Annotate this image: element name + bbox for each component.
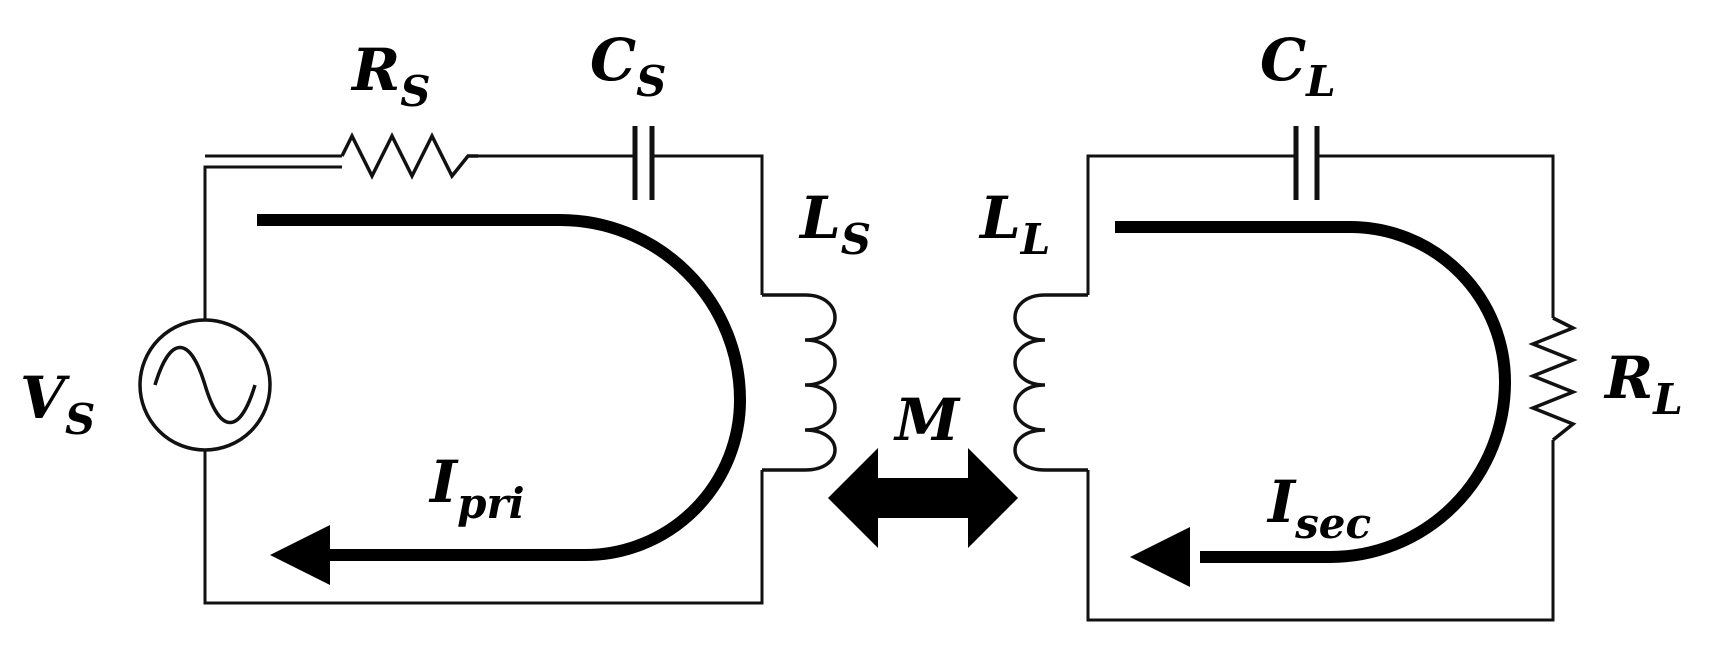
label-cs-sub: S: [636, 57, 666, 106]
label-vs-sub: S: [65, 395, 95, 444]
label-m: M: [893, 386, 961, 454]
label-ls-main: L: [798, 184, 841, 252]
label-ll-sub: L: [1020, 215, 1051, 264]
label-vs-main: V: [20, 364, 70, 432]
primary-ac-source: [138, 318, 272, 452]
primary-wire-loop: [203, 154, 764, 605]
secondary-current-arrowhead: [1130, 527, 1190, 587]
label-rl: RL: [1603, 344, 1683, 424]
label-ls: LS: [798, 184, 871, 264]
label-isec: Isec: [1266, 468, 1371, 548]
secondary-resistor: [1528, 316, 1578, 442]
label-isec-sub: sec: [1294, 499, 1371, 548]
label-rs-sub: S: [400, 67, 430, 116]
primary-inductor: [762, 293, 837, 472]
label-rs: RS: [350, 36, 431, 116]
secondary-circuit: [1013, 126, 1578, 622]
mutual-double-arrow: [828, 448, 1018, 548]
label-ipri-sub: pri: [457, 479, 524, 528]
label-rs-main: R: [350, 36, 400, 104]
label-ipri-main: I: [428, 448, 459, 516]
label-cl-sub: L: [1305, 57, 1336, 106]
secondary-current-path: [1115, 221, 1512, 563]
primary-current-path: [257, 214, 747, 561]
secondary-inductor: [1013, 293, 1088, 472]
primary-current-arrowhead: [270, 525, 330, 585]
primary-resistor: [340, 132, 478, 180]
label-ipri: Ipri: [428, 448, 525, 528]
label-isec-main: I: [1266, 468, 1297, 536]
label-cl-main: C: [1260, 26, 1306, 94]
label-vs: VS: [20, 364, 95, 444]
label-cl: CL: [1260, 26, 1336, 106]
label-rl-main: R: [1603, 344, 1653, 412]
label-m-main: M: [893, 386, 961, 454]
label-ls-sub: S: [841, 215, 871, 264]
label-cs-main: C: [590, 26, 636, 94]
label-rl-sub: L: [1652, 375, 1683, 424]
primary-circuit: [138, 126, 837, 605]
secondary-wire-loop: [1086, 154, 1555, 622]
mutual-coupling: [828, 448, 1018, 548]
primary-ac-source-sine: [153, 345, 257, 425]
label-ll: LL: [978, 184, 1050, 264]
label-ll-main: L: [978, 184, 1021, 252]
labels: VS RS CS LS Ipri M CL LL RL Isec: [20, 26, 1683, 548]
label-cs: CS: [590, 26, 667, 106]
